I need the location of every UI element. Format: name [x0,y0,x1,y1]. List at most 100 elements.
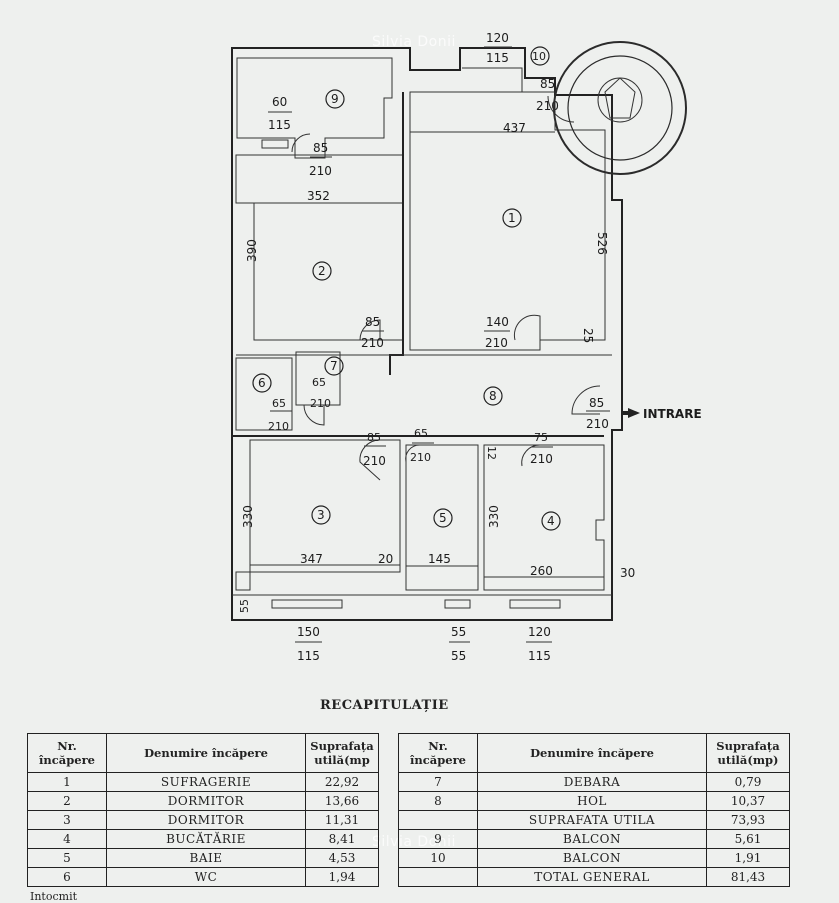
svg-text:210: 210 [530,452,553,466]
svg-text:65: 65 [312,376,326,389]
cell-area: 5,61 [706,829,790,849]
cell-room-name: BAIE [106,848,306,868]
cell-room-number: 2 [27,791,107,811]
room-number-6: 6 [252,373,272,393]
entry-label: INTRARE [643,407,702,421]
cell-room-name: BALCON [477,829,707,849]
entry-arrow-icon [622,408,640,418]
cell-room-name: TOTAL GENERAL [477,867,707,887]
recap-table-left: Nr. încăpere Denumire încăpere Suprafața… [27,733,379,887]
svg-text:210: 210 [361,336,384,350]
cell-area: 1,94 [305,867,379,887]
svg-text:12: 12 [485,446,498,460]
svg-text:85: 85 [367,431,381,444]
svg-text:4: 4 [547,514,555,528]
cell-room-number: 5 [27,848,107,868]
svg-text:85: 85 [313,141,328,155]
svg-text:260: 260 [530,564,553,578]
svg-text:7: 7 [330,359,338,373]
svg-text:120: 120 [486,31,509,45]
svg-text:1: 1 [508,211,516,225]
svg-text:55: 55 [451,625,466,639]
cell-room-name: BUCĂTĂRIE [106,829,306,849]
svg-text:65: 65 [272,397,286,410]
svg-text:8: 8 [489,389,497,403]
balcony-10-outline [462,67,523,93]
svg-text:437: 437 [503,121,526,135]
footer-note: Intocmit [30,890,78,903]
svg-text:390: 390 [245,239,259,262]
cell-room-number: 9 [398,829,478,849]
svg-text:210: 210 [310,397,331,410]
watermark-top: Silvia Donii [372,34,456,50]
svg-text:3: 3 [317,508,325,522]
room-7-outline [295,351,341,406]
svg-text:25: 25 [581,328,595,343]
svg-text:210: 210 [536,99,559,113]
room-number-1: 1 [502,208,522,228]
cell-area: 0,79 [706,772,790,792]
svg-text:210: 210 [485,336,508,350]
cell-room-number: 8 [398,791,478,811]
col-room-number: Nr. încăpere [398,733,478,773]
svg-text:120: 120 [528,625,551,639]
cell-room-name: HOL [477,791,707,811]
table-header-row: Nr. încăpere Denumire încăpere Suprafața… [27,733,379,773]
svg-text:352: 352 [307,189,330,203]
cell-area: 13,66 [305,791,379,811]
svg-text:6: 6 [258,376,266,390]
cell-room-name: WC [106,867,306,887]
svg-text:9: 9 [331,92,339,106]
cell-room-number [398,867,478,887]
cell-room-name: SUPRAFATA UTILA [477,810,707,830]
balcony-9-outline [236,57,393,159]
room-4-outline [483,444,605,591]
svg-text:30: 30 [620,566,635,580]
col-room-name: Denumire încăpere [106,733,306,773]
svg-text:5: 5 [439,511,447,525]
room-2-outline [235,154,404,341]
room-number-8: 8 [483,386,503,406]
room-number-10: 10 [530,46,550,66]
col-area: Suprafața utilă(mp [305,733,379,773]
svg-text:526: 526 [595,232,609,255]
cell-room-name: BALCON [477,848,707,868]
svg-text:145: 145 [428,552,451,566]
svg-text:115: 115 [268,118,291,132]
cell-room-number: 4 [27,829,107,849]
svg-text:85: 85 [540,77,555,91]
room-number-9: 9 [325,89,345,109]
room-number-7: 7 [324,356,344,376]
room-number-4: 4 [541,511,561,531]
cell-room-name: SUFRAGERIE [106,772,306,792]
svg-text:210: 210 [268,420,289,433]
room-number-3: 3 [311,505,331,525]
cell-room-number [398,810,478,830]
cell-area: 1,91 [706,848,790,868]
recap-table-right: Nr. încăpere Denumire încăpere Suprafața… [398,733,790,887]
cell-area: 11,31 [305,810,379,830]
svg-text:210: 210 [309,164,332,178]
svg-text:55: 55 [451,649,466,663]
cell-room-name: DORMITOR [106,791,306,811]
svg-text:10: 10 [532,50,546,63]
recap-title: RECAPITULAȚIE [320,698,449,713]
cell-room-number: 1 [27,772,107,792]
svg-text:347: 347 [300,552,323,566]
dimension-labels: 120 115 60 115 85 210 85 210 437 352 390… [238,31,635,663]
cell-room-name: DEBARA [477,772,707,792]
cell-room-number: 6 [27,867,107,887]
svg-text:85: 85 [589,396,604,410]
room-3-outline [235,439,401,591]
